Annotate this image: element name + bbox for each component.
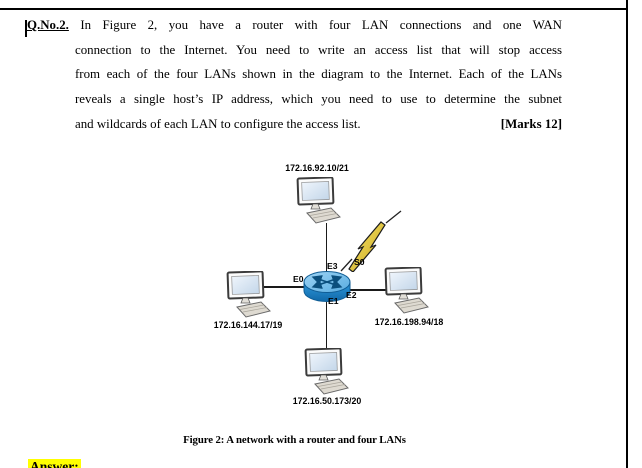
question-text: and wildcards of each LAN to configure t… xyxy=(75,116,361,131)
router-port-label: E2 xyxy=(346,290,357,300)
host-ip-label: 172.16.92.10/21 xyxy=(285,163,349,173)
pc-icon xyxy=(304,348,349,395)
lan-link-top xyxy=(325,223,327,272)
answer-section: Answer: xyxy=(28,458,81,468)
router-icon xyxy=(303,271,351,302)
question-line: and wildcards of each LAN to configure t… xyxy=(27,112,562,137)
router-port-label: S0 xyxy=(354,257,365,267)
router-port-label: E1 xyxy=(328,296,339,306)
router-port-label: E3 xyxy=(327,261,338,271)
figure-caption: Figure 2: A network with a router and fo… xyxy=(183,434,406,446)
marks-label: [Marks 12] xyxy=(500,116,562,131)
lightning-bolt-icon xyxy=(340,210,402,272)
lan-link-left xyxy=(264,286,307,288)
question-line: connection to the Internet. You need to … xyxy=(75,42,562,57)
network-diagram: 172.16.92.10/21 172.16.144.17/19 172.16.… xyxy=(190,160,470,415)
router-port-label: E0 xyxy=(293,274,304,284)
question-line: from each of the four LANs shown in the … xyxy=(75,67,562,82)
pc-icon xyxy=(226,271,271,318)
answer-label: Answer: xyxy=(28,459,81,468)
host-ip-label: 172.16.144.17/19 xyxy=(213,320,283,330)
lan-link-right xyxy=(347,289,389,291)
host-ip-label: 172.16.198.94/18 xyxy=(374,317,444,327)
page-right-border xyxy=(626,0,628,468)
question-number: Q.No.2. xyxy=(27,18,69,32)
host-ip-label: 172.16.50.173/20 xyxy=(292,396,362,406)
question-line: reveals a single host’s IP address, whic… xyxy=(75,92,562,107)
pc-icon xyxy=(384,267,429,314)
question-text: In Figure 2, you have a router with four… xyxy=(80,18,562,32)
text-cursor xyxy=(25,20,27,37)
question-paragraph: Q.No.2. In Figure 2, you have a router w… xyxy=(27,13,562,137)
lan-link-bottom xyxy=(325,300,327,354)
pc-icon xyxy=(296,177,341,224)
page-top-border xyxy=(0,8,628,10)
question-line: Q.No.2. In Figure 2, you have a router w… xyxy=(27,13,562,38)
